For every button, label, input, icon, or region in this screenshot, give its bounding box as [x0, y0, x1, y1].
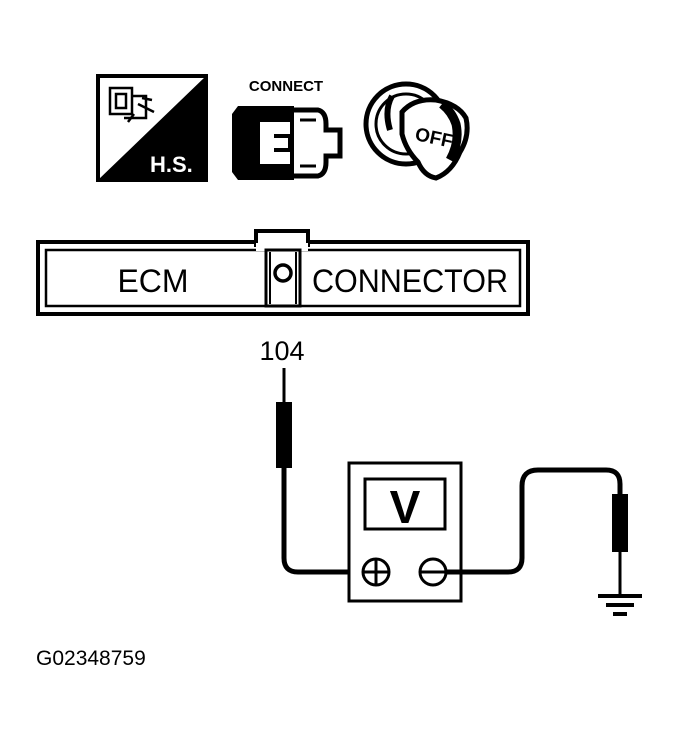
ground-icon — [598, 594, 642, 616]
terminal-pin-104 — [273, 263, 293, 283]
ignition-key-off-icon: OFF — [363, 81, 470, 181]
connect-label: CONNECT — [249, 78, 323, 95]
voltmeter-display-label: V — [390, 481, 421, 533]
voltmeter-display — [363, 477, 447, 531]
ecm-label: ECM — [117, 263, 188, 299]
figure-code: G02348759 — [36, 647, 146, 670]
negative-terminal-icon — [418, 557, 448, 587]
positive-test-probe — [276, 368, 362, 575]
terminal-number: 104 — [259, 336, 304, 366]
harness-icon: H.S. — [96, 74, 208, 182]
harness-connector-sketch-icon — [108, 86, 155, 123]
harness-label: H.S. — [150, 152, 193, 177]
voltmeter: V — [347, 461, 463, 603]
negative-test-probe — [446, 467, 628, 594]
connect-icon: CONNECT — [232, 78, 343, 180]
ecm-connector-block: ECM CONNECTOR — [36, 229, 530, 316]
connector-label: CONNECTOR — [312, 263, 508, 299]
positive-terminal-icon — [361, 557, 391, 587]
